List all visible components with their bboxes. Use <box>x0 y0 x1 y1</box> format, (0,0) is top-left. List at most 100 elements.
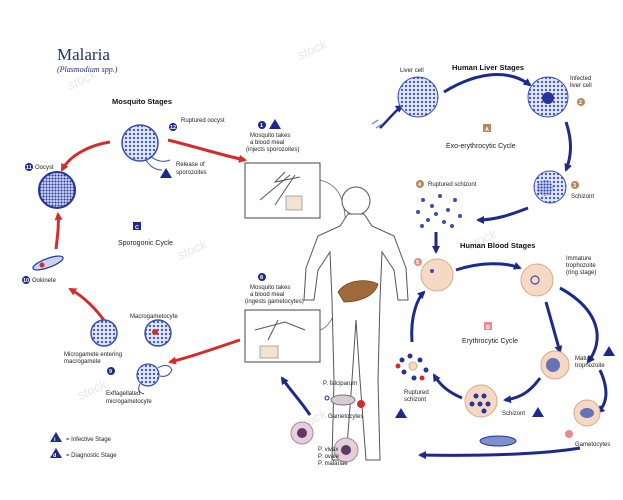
release-label-line2: sporozoites <box>176 170 207 176</box>
sporogonic-cycle-label: Sporogonic Cycle <box>118 240 173 247</box>
p-falciparum-label: P. falciparum <box>323 381 357 387</box>
rbc-merozoite-entry <box>421 259 453 291</box>
ruptured-schizont-blood-label-line1: Ruptured <box>404 390 429 396</box>
schizont-label: Schizont <box>571 194 594 200</box>
blood-meal-2-label-l2: a blood meal <box>250 292 284 298</box>
blood-meal-1-label-l2: a blood meal <box>250 140 284 146</box>
arrow-to-gametocytes <box>598 370 606 412</box>
step-number: 3 <box>573 183 576 189</box>
legend-infective-text: = Infective Stage <box>66 437 112 443</box>
arrow-oocyst-to-ruptured <box>62 142 110 170</box>
infected-liver-label-line2: liver cell <box>570 83 592 89</box>
exflagellated-microgametocyte <box>137 364 172 394</box>
liver-schizont <box>534 171 566 203</box>
watermark: stock <box>175 236 210 263</box>
gametocytes-rbc-right <box>574 400 600 426</box>
gametocyte-falciparum-crescent <box>480 436 516 446</box>
infective-stage-icon <box>50 432 62 442</box>
blood-schizont <box>465 385 497 417</box>
diagram-subtitle: (Plasmodium spp.) <box>57 65 118 74</box>
watermark: stock <box>75 376 110 403</box>
arrow-liver-to-infected <box>444 75 530 92</box>
blood-schizont-label: Schizont <box>502 411 525 417</box>
arrow-gametocytes-bottom <box>420 448 580 455</box>
p-ovale-label: P. ovale <box>318 454 340 460</box>
legend-diagnostic-symbol: d <box>53 453 56 459</box>
exflagellated-label-line1: Exflagellated <box>106 391 140 397</box>
mature-trophozoite <box>541 351 569 379</box>
watermark: stock <box>295 36 330 63</box>
liver-cell-label: Liver cell <box>400 68 424 74</box>
svg-text:1: 1 <box>260 123 263 129</box>
exo-cycle-label: Exo-erythrocytic Cycle <box>446 143 516 150</box>
step-number: 9 <box>109 369 112 375</box>
infected-liver-cell <box>528 77 568 117</box>
arrow-sporozoites-to-human <box>168 140 245 160</box>
blood-meal-2-label-l1: Mosquito takes <box>250 285 290 291</box>
step-number: 2 <box>579 100 582 106</box>
step-badge <box>565 430 573 438</box>
mature-label-line1: Mature <box>575 356 594 362</box>
diagnostic-stage-icon <box>532 407 544 417</box>
arrow-immature-to-mature <box>546 302 560 352</box>
blood-meal-1-label-l1: Mosquito takes <box>250 133 290 139</box>
gametocytes-bottom-label: Gametocytes <box>328 414 363 420</box>
legend: i = Infective Stage d = Diagnostic Stage <box>50 432 117 459</box>
arrow-to-immature <box>456 264 520 270</box>
oocyst <box>39 172 75 208</box>
step-number: 10 <box>23 278 29 284</box>
gametocytes-right-label: Gametocytes <box>575 442 610 448</box>
arrow-gametocytes-to-mosquito <box>282 378 310 415</box>
ruptured-schizont-liver <box>416 194 462 228</box>
diagnostic-stage-icon <box>603 346 615 356</box>
arrow-ruptured-to-rbc <box>412 292 424 342</box>
diagnostic-stage-icon <box>395 408 407 418</box>
step-number: 5 <box>416 260 419 266</box>
blood-meal-2-label-l3: (ingests gametocytes) <box>245 299 304 305</box>
cycle-letter: A <box>485 127 489 133</box>
legend-diagnostic-text: = Diagnostic Stage <box>66 453 117 459</box>
arrow-schizont-to-ruptured <box>434 375 462 398</box>
arrow-to-mature <box>560 288 597 362</box>
arrow-gametocytes-to-mosquito <box>170 340 240 362</box>
cycle-letter: C <box>135 225 139 231</box>
ruptured-oocyst <box>122 125 170 170</box>
arrow-schizont-to-ruptured <box>478 208 528 220</box>
diagram-title: Malaria <box>57 45 110 64</box>
immature-label-line3: (ring stage) <box>566 270 596 276</box>
blood-meal-1-label-l3: (injects sporozoites) <box>246 147 299 153</box>
p-vivax-label: P. vivax <box>318 447 338 453</box>
ookinete <box>31 253 64 272</box>
exflagellated-label-line2: microgametocyte <box>106 399 152 405</box>
ruptured-schizont-liver-label: Ruptured schizont <box>428 182 477 188</box>
step-number: 12 <box>170 125 176 131</box>
ookinete-label: Ookinete <box>32 278 57 284</box>
arrow-sporozoites-to-liver <box>380 106 402 128</box>
svg-text:8: 8 <box>260 275 263 281</box>
macrogametocyte-label: Macrogametocyte <box>130 314 178 320</box>
liver-cell <box>398 77 438 117</box>
immature-trophozoite <box>521 264 553 296</box>
microgamete-label-line1: Microgamete entering <box>64 352 122 358</box>
blood-meal-box-top: 1 Mosquito takes a blood meal (injects s… <box>245 119 320 218</box>
ruptured-schizont-blood <box>396 354 429 381</box>
cycle-letter: B <box>486 325 490 331</box>
release-label-line1: Release of <box>176 162 205 168</box>
infected-liver-label-line1: Infected <box>570 76 591 82</box>
microgamete-label-line2: macrogamete <box>64 359 101 365</box>
immature-label-line1: Immature <box>566 256 592 262</box>
arrow-mature-to-schizont <box>505 378 540 400</box>
erythro-cycle-label: Erythrocytic Cycle <box>462 338 518 345</box>
step-number: 11 <box>26 165 32 171</box>
macrogamete <box>91 320 117 346</box>
mosquito-stages-header: Mosquito Stages <box>112 97 172 106</box>
oocyst-label: Oocyst <box>35 165 54 171</box>
ruptured-oocyst-label: Ruptured oocyst <box>181 118 225 124</box>
macrogametocyte <box>145 320 171 346</box>
ruptured-schizont-blood-label-line2: schizont <box>404 397 426 403</box>
liver-stages-header: Human Liver Stages <box>452 63 524 72</box>
p-malariae-label: P. malariae <box>318 461 348 467</box>
immature-label-line2: trophozoite <box>566 263 596 269</box>
